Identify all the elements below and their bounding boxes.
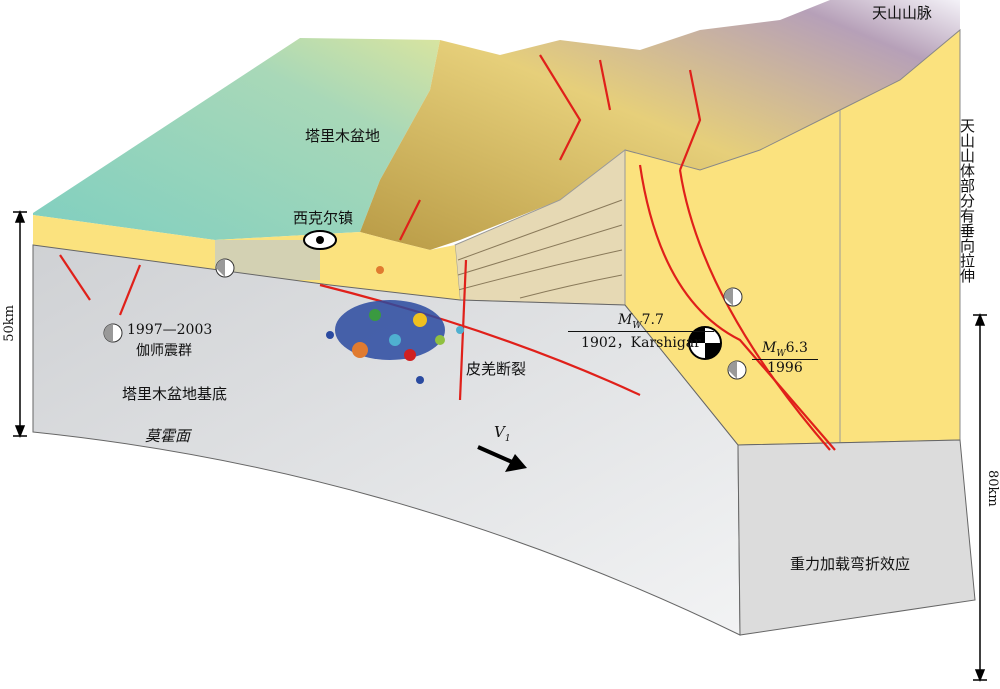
event-karshigar-mag: MW7.7 (568, 312, 714, 332)
velocity-subscript: 1 (504, 434, 511, 444)
basin-surface (33, 38, 440, 240)
label-jiashi-swarm: 伽师震群 (136, 343, 192, 359)
focal-mechanisms (103, 258, 747, 380)
label-basin-basement: 塔里木盆地基底 (122, 385, 228, 403)
fault-lines (59, 54, 836, 451)
velocity-arrow (477, 445, 527, 472)
mountain-surface (360, 0, 960, 250)
event-karshigar-detail: 1902，Karshigar (581, 334, 701, 351)
label-jiashi-years: 1997—2003 (127, 322, 213, 338)
label-tarim-basin: 塔里木盆地 (305, 127, 381, 145)
velocity-symbol: V (494, 423, 505, 441)
crust-front-face (32, 244, 741, 636)
label-flexure: 重力加载弯折效应 (790, 555, 911, 573)
event-1996-mag: MW6.3 (752, 340, 818, 360)
label-velocity: V1 (494, 423, 511, 444)
event-1996-detail: 1996 (767, 359, 803, 376)
label-piqiang-fault: 皮羌断裂 (466, 360, 527, 378)
event-karshigar: MW7.7 1902，Karshigar (568, 312, 714, 352)
label-tianshan: 天山山脉 (872, 4, 933, 22)
label-moho: 莫霍面 (145, 427, 191, 445)
event-1996: MW6.3 1996 (752, 340, 818, 376)
earthquake-cluster (326, 266, 464, 384)
scale-bars (13, 209, 987, 683)
label-xikeer: 西克尔镇 (293, 209, 354, 227)
label-vertical-stretch: 天山山体部分有垂向拉伸 (958, 118, 976, 283)
scale-left-label: 50km (2, 305, 17, 342)
flexure-face (737, 439, 976, 636)
scale-right-label: 80km (985, 470, 1000, 507)
